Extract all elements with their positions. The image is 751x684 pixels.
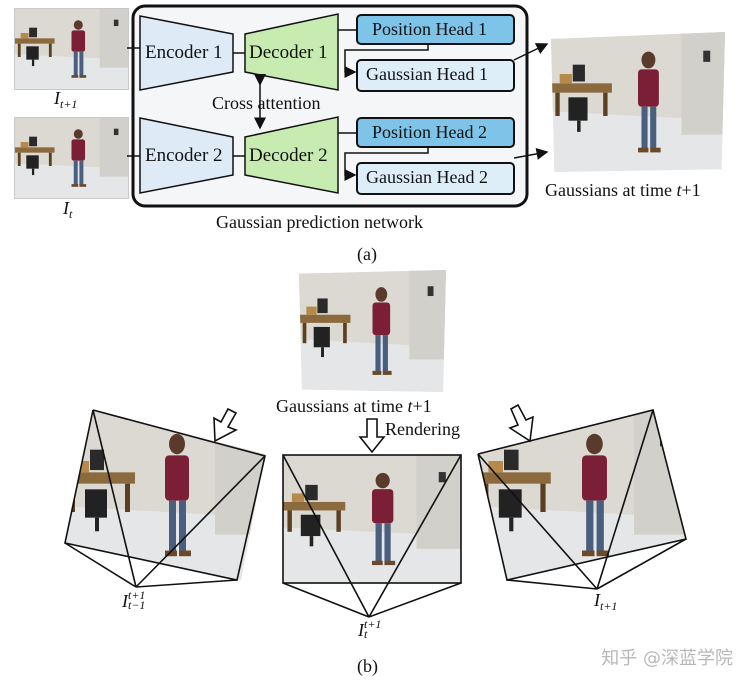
- gaussian-head-2-label: Gaussian Head 2: [366, 167, 488, 187]
- render-arrow-left: [213, 407, 238, 443]
- input-label-t: It: [63, 198, 73, 221]
- position-head-1-box: [356, 14, 515, 45]
- right-view-label: It+1: [594, 590, 618, 613]
- panel-caption-a: (a): [357, 244, 377, 264]
- watermark: 知乎 @深蓝学院: [601, 648, 733, 669]
- gaussian-head-1-label: Gaussian Head 1: [366, 64, 488, 84]
- encoder-2-shape: [139, 117, 234, 194]
- center-label-b: Gaussians at time t+1: [276, 396, 432, 416]
- network-diagram: [127, 4, 549, 208]
- output-label-a: Gaussians at time t+1: [545, 180, 701, 200]
- gaussian-head-1-box: [356, 59, 515, 92]
- decoder-1-shape: [244, 13, 339, 91]
- encoder-1-label: Encoder 1: [145, 42, 223, 63]
- rendering-label: Rendering: [385, 419, 460, 439]
- position-head-2-label: Position Head 2: [372, 122, 487, 142]
- render-arrow-right: [508, 403, 534, 443]
- network-caption: Gaussian prediction network: [216, 212, 423, 232]
- panel-caption-b: (b): [357, 656, 378, 676]
- gaussian-head-2-box: [356, 162, 515, 195]
- decoder-1-label: Decoder 1: [249, 42, 328, 63]
- encoder-1-shape: [139, 15, 234, 91]
- position-head-2-box: [356, 117, 515, 148]
- input-frame-t: [14, 117, 129, 199]
- decoder-2-label: Decoder 2: [249, 145, 328, 166]
- input-label-t-plus-1: It+1: [54, 88, 78, 111]
- input-frame-t-plus-1: [14, 8, 129, 90]
- position-head-1-label: Position Head 1: [372, 19, 487, 39]
- render-arrow-middle: [358, 418, 386, 454]
- decoder-2-shape: [244, 116, 339, 194]
- encoder-2-label: Encoder 2: [145, 145, 223, 166]
- cross-attention-label: Cross attention: [212, 93, 321, 113]
